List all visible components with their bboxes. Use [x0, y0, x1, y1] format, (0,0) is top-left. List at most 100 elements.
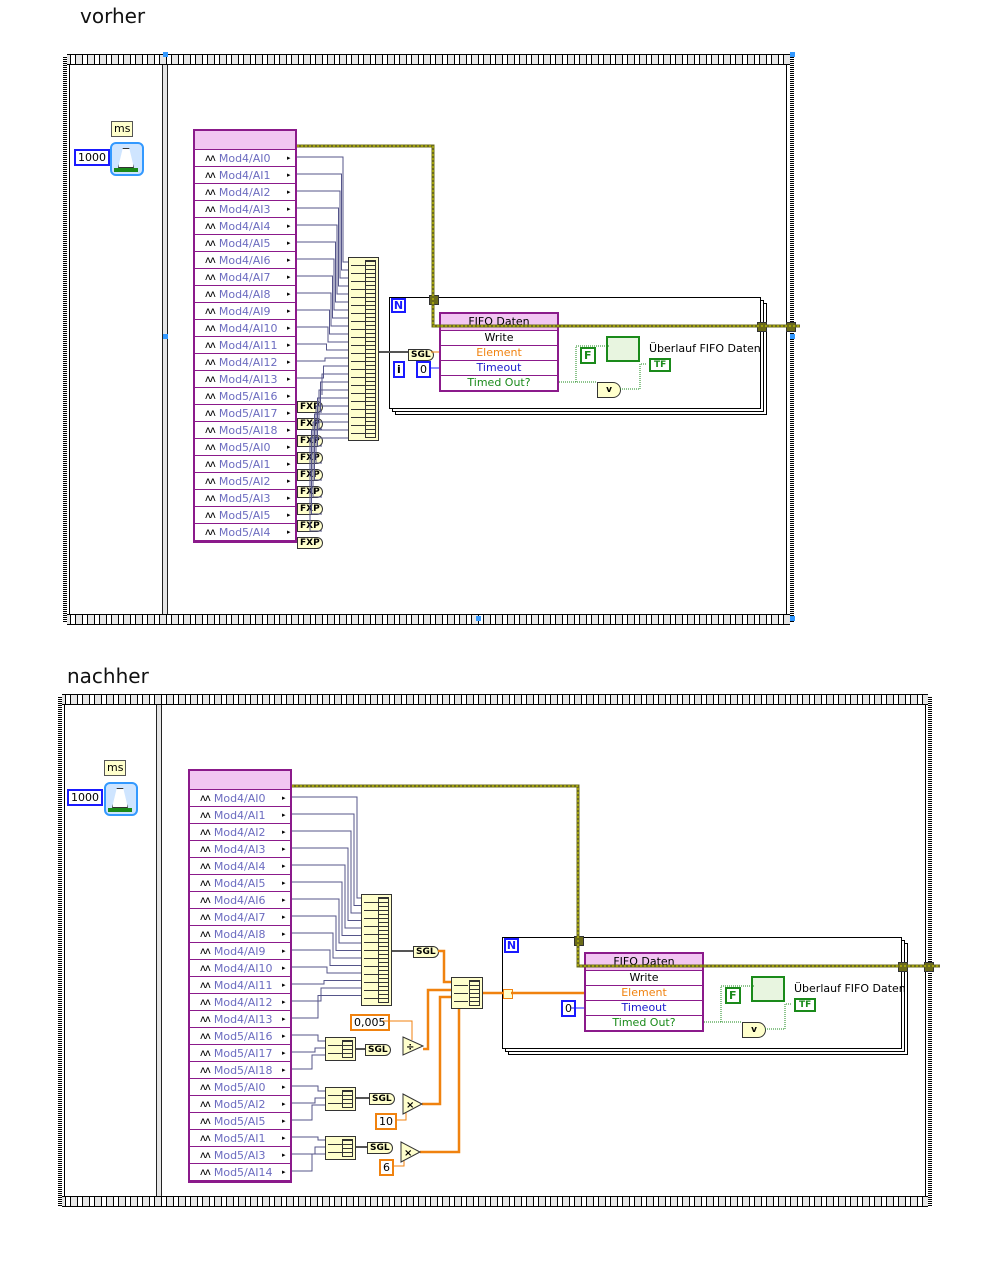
frame-handle[interactable] — [790, 616, 795, 621]
frame-handle[interactable] — [790, 334, 795, 339]
false-constant[interactable]: F — [580, 347, 596, 364]
to-sgl-node[interactable]: SGL — [369, 1093, 395, 1105]
or-gate[interactable]: v — [742, 1022, 766, 1038]
build-array-node[interactable] — [325, 1087, 356, 1111]
multiplier-constant[interactable]: 6 — [379, 1159, 394, 1176]
fifo-timeout[interactable]: Timeout — [586, 1001, 702, 1016]
build-array-node[interactable] — [361, 894, 392, 1006]
to-fxp-node[interactable]: FXP — [297, 503, 323, 515]
array-tunnel[interactable] — [503, 989, 513, 999]
to-fxp-node[interactable]: FXP — [297, 469, 323, 481]
frame-handle[interactable] — [163, 334, 168, 339]
build-array-node[interactable] — [348, 257, 379, 441]
timeout-constant[interactable]: 0 — [416, 361, 431, 378]
to-sgl-node[interactable]: SGL — [408, 349, 434, 361]
to-sgl-node[interactable]: SGL — [413, 946, 439, 958]
loop-count-terminal[interactable]: N — [504, 938, 519, 953]
metronome-wait-icon[interactable] — [104, 782, 138, 816]
to-fxp-node[interactable]: FXP — [297, 418, 323, 430]
to-sgl-node[interactable]: SGL — [365, 1044, 391, 1056]
build-array-node[interactable] — [325, 1136, 356, 1160]
false-constant[interactable]: F — [725, 987, 741, 1004]
frame-handle[interactable] — [163, 52, 168, 57]
multiplier-constant[interactable]: 10 — [375, 1113, 397, 1130]
to-fxp-node[interactable]: FXP — [297, 452, 323, 464]
frame-tunnel[interactable] — [924, 962, 934, 972]
loop-tunnel[interactable] — [574, 936, 584, 946]
frame-tunnel[interactable] — [786, 322, 796, 332]
feedback-node[interactable] — [751, 976, 785, 1002]
fifo-timed-out[interactable]: Timed Out? — [467, 376, 531, 389]
fifo-write-node[interactable]: FIFO Daten Write Element Timeout Timed O… — [439, 312, 559, 392]
fifo-write-node[interactable]: FIFO Daten Write Element Timeout Timed O… — [584, 952, 704, 1032]
wait-ms-constant[interactable]: 1000 — [67, 789, 103, 806]
fifo-timed-out[interactable]: Timed Out? — [612, 1016, 676, 1029]
feedback-node[interactable] — [606, 336, 640, 362]
fifo-element[interactable]: Element — [586, 986, 702, 1001]
wait-ms-constant[interactable]: 1000 — [74, 149, 110, 166]
fifo-element[interactable]: Element — [441, 346, 557, 361]
to-fxp-node[interactable]: FXP — [297, 537, 323, 549]
frame-handle[interactable] — [790, 52, 795, 57]
concat-array-node[interactable] — [451, 977, 483, 1009]
to-fxp-node[interactable]: FXP — [297, 401, 323, 413]
to-fxp-node[interactable]: FXP — [297, 435, 323, 447]
loop-tunnel[interactable] — [757, 322, 767, 332]
fifo-timeout[interactable]: Timeout — [441, 361, 557, 376]
loop-count-terminal[interactable]: N — [391, 298, 406, 313]
or-gate[interactable]: v — [597, 382, 621, 398]
divisor-constant[interactable]: 0,005 — [350, 1014, 390, 1031]
to-fxp-node[interactable]: FXP — [297, 486, 323, 498]
loop-tunnel[interactable] — [429, 295, 439, 305]
timeout-constant[interactable]: 0 — [561, 1000, 576, 1017]
metronome-wait-icon[interactable] — [110, 142, 144, 176]
to-sgl-node[interactable]: SGL — [367, 1142, 393, 1154]
to-fxp-node[interactable]: FXP — [297, 520, 323, 532]
